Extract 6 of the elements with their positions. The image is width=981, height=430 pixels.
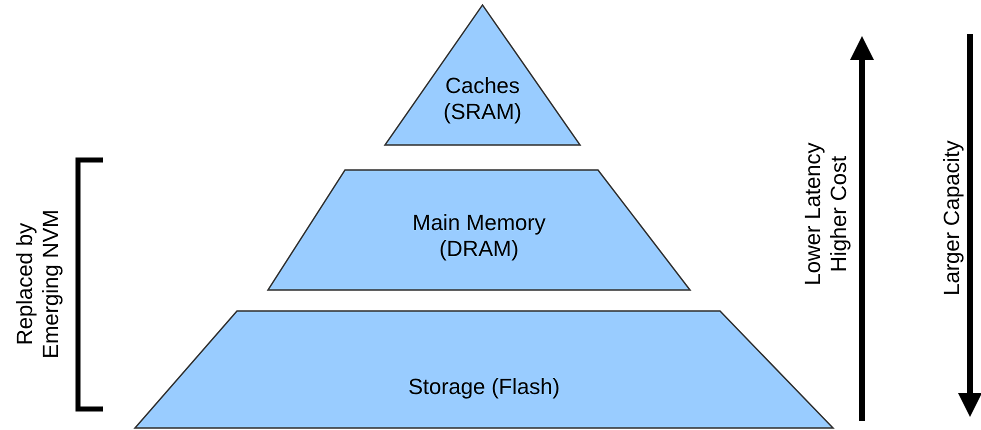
node-label: Caches (SRAM) [442, 73, 523, 125]
node-label: Storage (Flash) [407, 374, 561, 400]
axis-label: Lower Latency Higher Cost [800, 141, 852, 288]
axis-label: Larger Capacity [939, 139, 965, 298]
axis-label: Replaced by Emerging NVM [12, 208, 64, 361]
node-label: Main Memory (DRAM) [411, 210, 547, 262]
